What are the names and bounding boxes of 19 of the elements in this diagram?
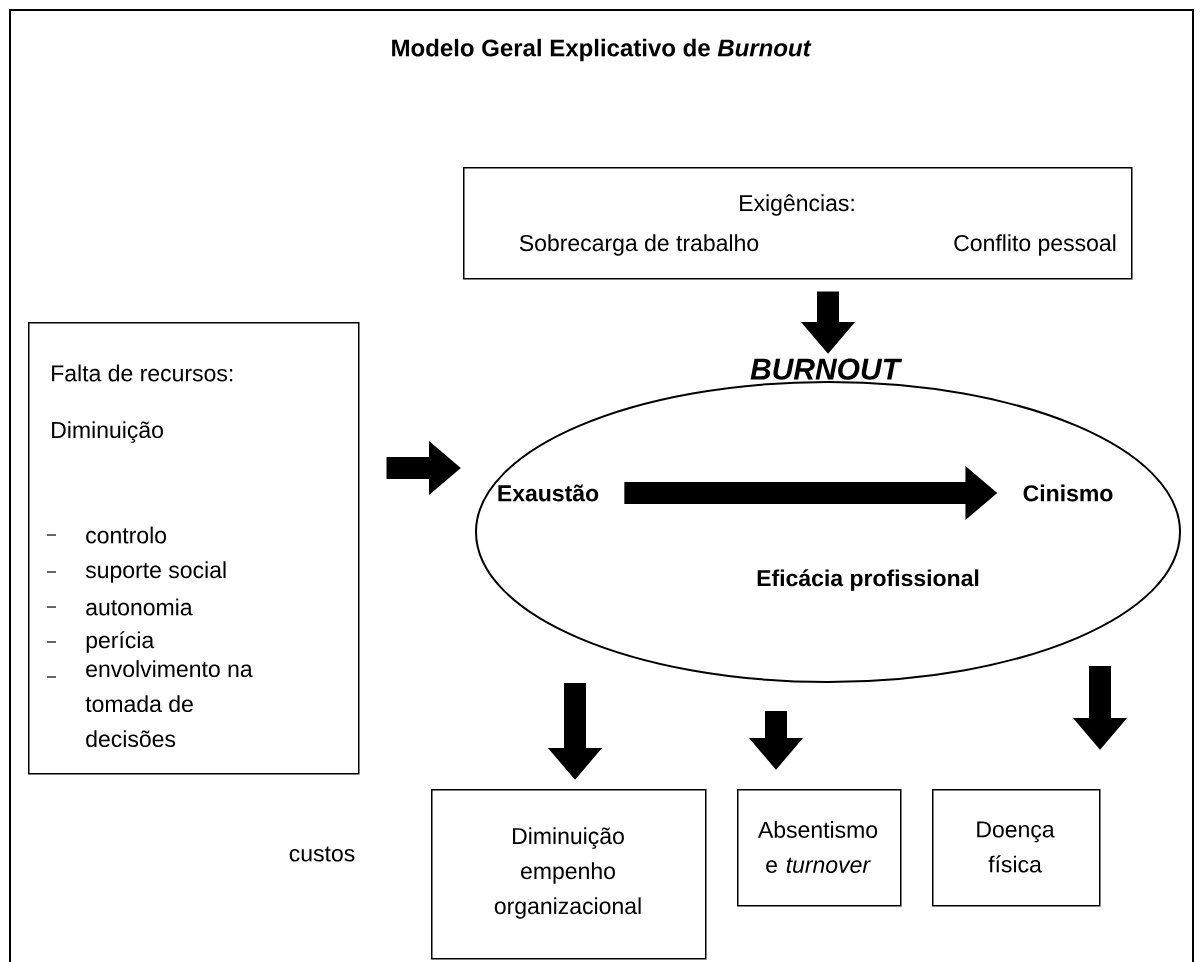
node-label: Eficácia profissional xyxy=(757,569,979,591)
node-label: Sobrecarga de trabalho xyxy=(519,234,759,256)
node-label: Exigências: xyxy=(740,194,854,216)
node-label: perícia xyxy=(86,631,155,653)
node-label: Falta de recursos: xyxy=(52,364,233,382)
node-label: Cinismo xyxy=(1023,484,1113,502)
node-label: Doença física xyxy=(977,821,1055,873)
node-label: Exaustão xyxy=(498,484,599,502)
node-label: Conflito pessoal xyxy=(954,234,1116,256)
node-label: envolvimento na tomada de decisões xyxy=(85,660,253,748)
node-label: Diminuição xyxy=(52,421,163,443)
node-label: controlo xyxy=(86,526,167,544)
side-label: custos xyxy=(289,846,355,862)
node-label: autonomia xyxy=(86,598,193,616)
node-label: Absentismo e turnover xyxy=(757,821,878,873)
title: Modelo Geral Explicativo de Burnout xyxy=(392,38,812,62)
node-label: suporte social xyxy=(85,561,226,583)
node-label: Diminuição empenho organizacional xyxy=(494,827,641,919)
heading: BURNOUT xyxy=(750,358,903,380)
